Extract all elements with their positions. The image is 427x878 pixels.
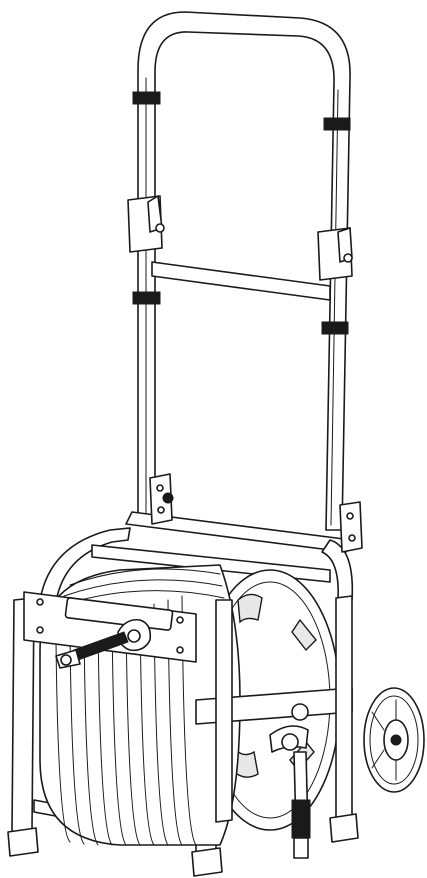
handle-frame bbox=[137, 11, 351, 531]
handle-clamp-right bbox=[317, 227, 353, 281]
handle-strap-upper-right bbox=[323, 117, 351, 131]
handle-clamp-left bbox=[127, 195, 165, 253]
right-frame-legs bbox=[215, 595, 353, 823]
hose-nozzle bbox=[55, 631, 129, 669]
outlet-hose bbox=[291, 751, 311, 859]
center-support-plate bbox=[195, 687, 353, 753]
handle-strap-lower-left bbox=[132, 291, 161, 305]
frame-feet bbox=[7, 813, 359, 877]
hose-guide-bracket bbox=[23, 591, 197, 663]
handle-strap-upper-left bbox=[132, 91, 161, 105]
handle-strap-lower-right bbox=[321, 321, 349, 335]
wheel bbox=[363, 687, 425, 793]
top-frame bbox=[39, 473, 363, 603]
